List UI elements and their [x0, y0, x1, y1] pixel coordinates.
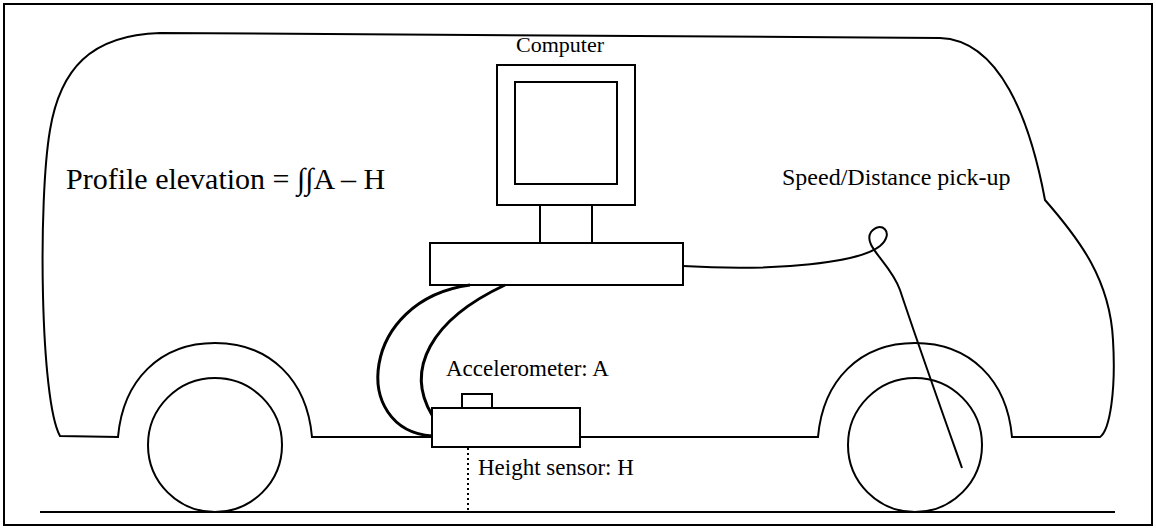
- rear-wheel: [148, 378, 282, 512]
- computer-unit: [430, 243, 683, 285]
- speed-cable: [683, 227, 962, 468]
- accelerometer-cable: [421, 285, 505, 415]
- figure-frame: [4, 4, 1152, 525]
- van-body: [43, 33, 1114, 437]
- computer-label: Computer: [516, 32, 604, 57]
- accelerometer: [462, 394, 492, 408]
- front-wheel: [848, 378, 982, 512]
- accelerometer-label: Accelerometer: A: [446, 356, 609, 382]
- monitor-stand: [591, 205, 593, 243]
- formula-label: Profile elevation = ∫∫A – H: [66, 162, 385, 197]
- pickup-label: Speed/Distance pick-up: [782, 164, 1011, 192]
- height-sensor-label: Height sensor: H: [478, 455, 634, 481]
- monitor-screen: [515, 82, 617, 184]
- sensor-box: [432, 408, 580, 447]
- monitor-stand: [539, 205, 541, 243]
- monitor: [497, 65, 635, 205]
- height-sensor-beam: [467, 448, 469, 512]
